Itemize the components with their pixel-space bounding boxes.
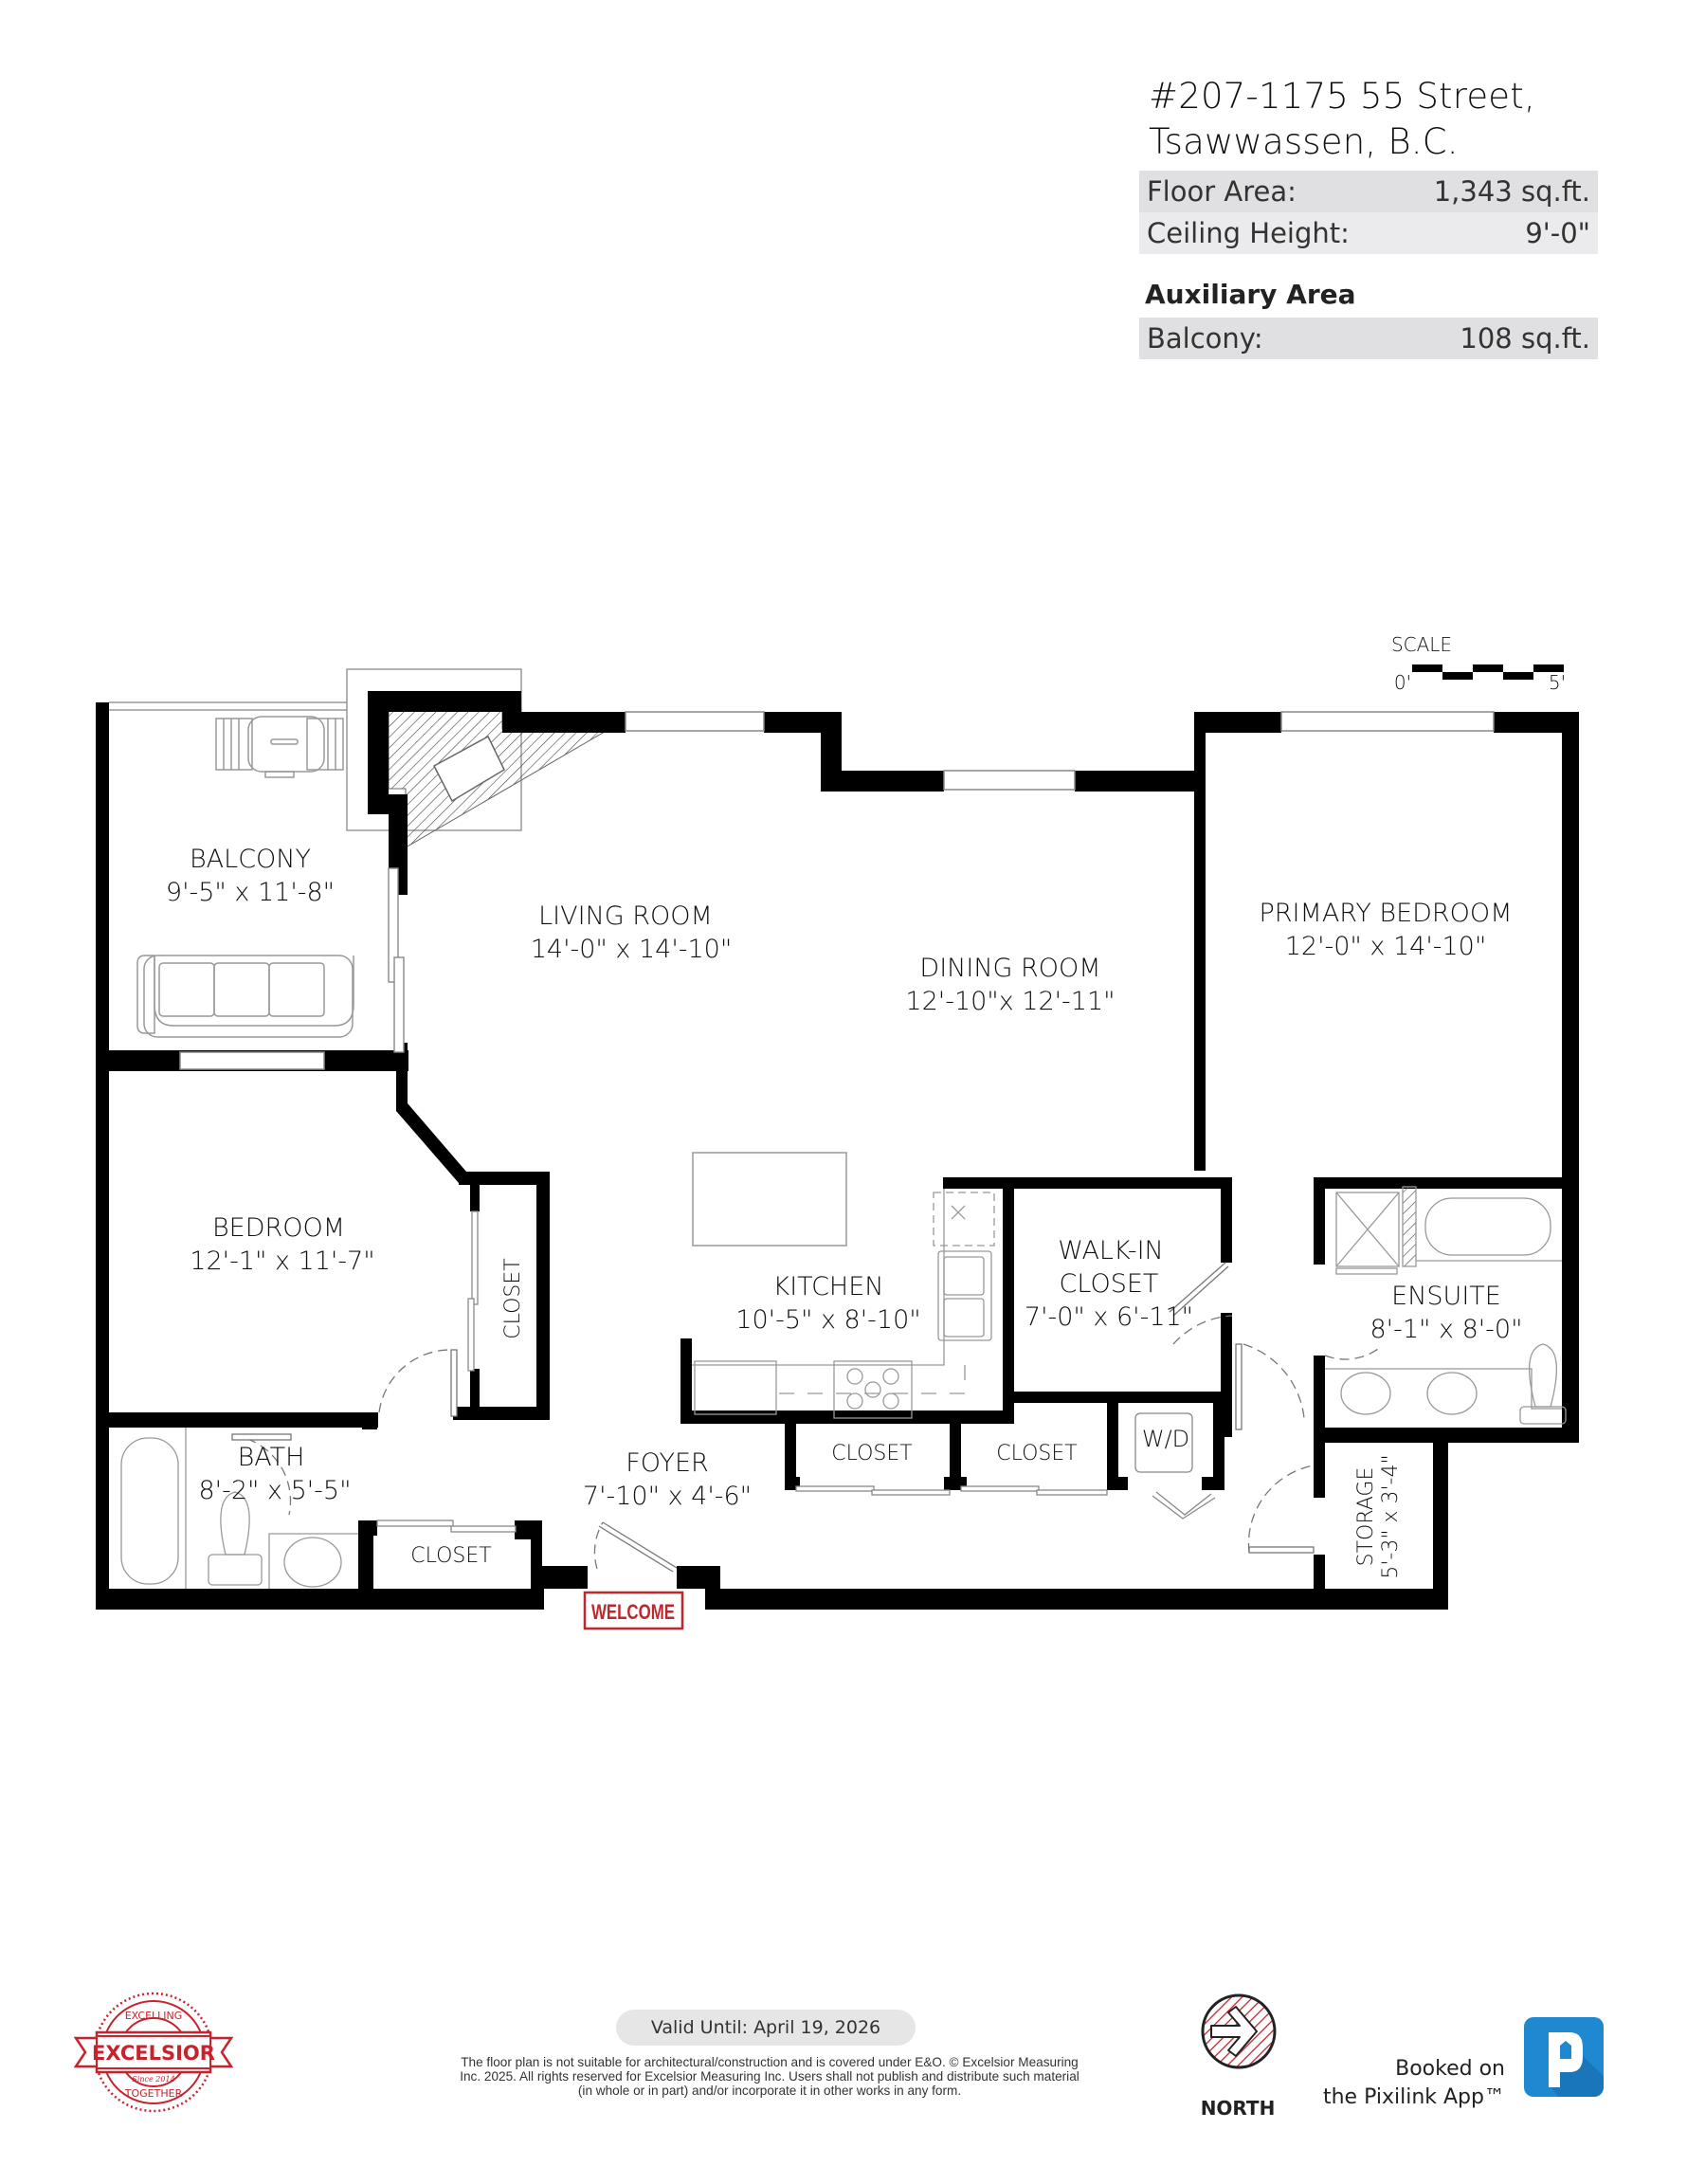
walk-in-closet-name-line1: WALK-IN <box>1058 1236 1164 1265</box>
logo-since-text: Since 2014 <box>132 2075 174 2084</box>
bedroom-dims: 12'-1" x 11'-7" <box>190 1247 374 1276</box>
logo-bottom-text: TOGETHER <box>124 2087 183 2100</box>
bath-fixtures <box>120 1428 358 1589</box>
windows <box>179 711 1495 1070</box>
ensuite-name: ENSUITE <box>1391 1282 1501 1311</box>
kitchen-counters <box>692 1189 995 1419</box>
floor-area-label: Floor Area: <box>1147 175 1297 208</box>
north-label: NORTH <box>1200 2097 1276 2120</box>
doors[interactable] <box>231 1262 1383 1573</box>
balcony-name: BALCONY <box>190 845 311 874</box>
property-info: #207-1175 55 Street, Tsawwassen, B.C. Fl… <box>1139 74 1598 359</box>
washer-dryer-icon <box>1134 1412 1193 1473</box>
balcony-dims: 9'-5" x 11'-8" <box>166 878 335 907</box>
ceiling-height-label: Ceiling Height: <box>1147 217 1350 249</box>
foyer-name: FOYER <box>626 1448 709 1478</box>
ceiling-height-value: 9'-0" <box>1525 217 1590 249</box>
foyer-closet-right-label: CLOSET <box>996 1442 1077 1465</box>
disclaimer-text: The floor plan is not suitable for archi… <box>460 2055 1079 2098</box>
kitchen-dims: 10'-5" x 8'-10" <box>735 1305 920 1335</box>
closet-sliding-doors[interactable] <box>376 1485 1216 1533</box>
foyer-dims: 7'-10" x 4'-6" <box>583 1482 752 1511</box>
excelsior-logo: EXCELSIOR EXCELLING Since 2014 TOGETHER <box>73 1992 234 2113</box>
living-room-name: LIVING ROOM <box>538 901 713 931</box>
washer-dryer-label: W/D <box>1142 1426 1189 1452</box>
floor-area-row: Floor Area: 1,343 sq.ft. <box>1139 171 1598 212</box>
scale-bar: SCALE 0' 5' <box>1391 633 1566 694</box>
balcony-sliding-door[interactable] <box>388 867 405 1053</box>
fireplace-icon <box>432 735 505 803</box>
booked-line-2: the Pixilink App™ <box>1322 2085 1505 2109</box>
balcony-sofa-icon <box>136 955 354 1038</box>
kitchen-island <box>692 1152 847 1247</box>
bath-dims: 8'-2" x 5'-5" <box>198 1476 351 1505</box>
address-line-2: Tsawwassen, B.C. <box>1149 121 1459 162</box>
balcony-area-value: 108 sq.ft. <box>1460 322 1590 355</box>
logo-top-text: EXCELLING <box>125 2010 183 2022</box>
storage-dims: 5'-3" x 3'-4" <box>1379 1454 1403 1578</box>
north-arrow-icon <box>1201 1993 1277 2069</box>
ceiling-height-row: Ceiling Height: 9'-0" <box>1139 212 1598 254</box>
balcony-area-row: Balcony: 108 sq.ft. <box>1139 318 1598 359</box>
address-line-1: #207-1175 55 Street, <box>1149 76 1535 117</box>
walk-in-closet-name-line2: CLOSET <box>1060 1269 1159 1299</box>
floor-plan: SCALE 0' 5' <box>96 633 1579 1630</box>
walk-in-closet-dims: 7'-0" x 6'-11" <box>1025 1302 1193 1332</box>
bedroom-closet-label: CLOSET <box>501 1258 525 1338</box>
ensuite-dims: 8'-1" x 8'-0" <box>1370 1315 1522 1344</box>
pixilink-booked-text: Booked on the Pixilink App™ <box>1308 2055 1505 2112</box>
logo-center-text: EXCELSIOR <box>92 2042 215 2065</box>
storage-name: STORAGE <box>1354 1467 1378 1567</box>
welcome-mat: WELCOME <box>583 1591 684 1630</box>
pixilink-app-icon[interactable] <box>1524 2017 1604 2097</box>
ensuite-fixtures <box>1325 1186 1567 1425</box>
bedroom-closet-door[interactable] <box>467 1210 479 1372</box>
auxiliary-area-title: Auxiliary Area <box>1145 279 1356 310</box>
dining-room-dims: 12'-10"x 12'-11" <box>905 987 1115 1016</box>
scale-start: 0' <box>1394 671 1411 694</box>
primary-bedroom-dims: 12'-0" x 14'-10" <box>1285 932 1487 961</box>
floor-area-value: 1,343 sq.ft. <box>1433 175 1590 208</box>
bath-name: BATH <box>238 1443 305 1472</box>
dining-room-name: DINING ROOM <box>919 954 1100 983</box>
pixilink-p-icon <box>1549 2032 1604 2097</box>
valid-until-badge: Valid Until: April 19, 2026 <box>616 2010 916 2046</box>
balcony-area-label: Balcony: <box>1147 322 1263 355</box>
welcome-mat-text: WELCOME <box>591 1600 675 1624</box>
foyer-closet-mid-label: CLOSET <box>831 1442 912 1465</box>
room-labels: BALCONY 9'-5" x 11'-8" LIVING ROOM 14'-0… <box>166 845 1523 1579</box>
walls <box>96 691 1579 1610</box>
living-room-dims: 14'-0" x 14'-10" <box>531 935 733 964</box>
primary-bedroom-name: PRIMARY BEDROOM <box>1260 899 1513 928</box>
kitchen-name: KITCHEN <box>773 1272 884 1301</box>
scale-end: 5' <box>1549 671 1566 694</box>
booked-line-1: Booked on <box>1395 2057 1505 2081</box>
foyer-closet-left-label: CLOSET <box>410 1544 491 1568</box>
balcony-table-icon <box>215 716 344 778</box>
bedroom-name: BEDROOM <box>212 1213 345 1243</box>
scale-title: SCALE <box>1391 633 1452 656</box>
